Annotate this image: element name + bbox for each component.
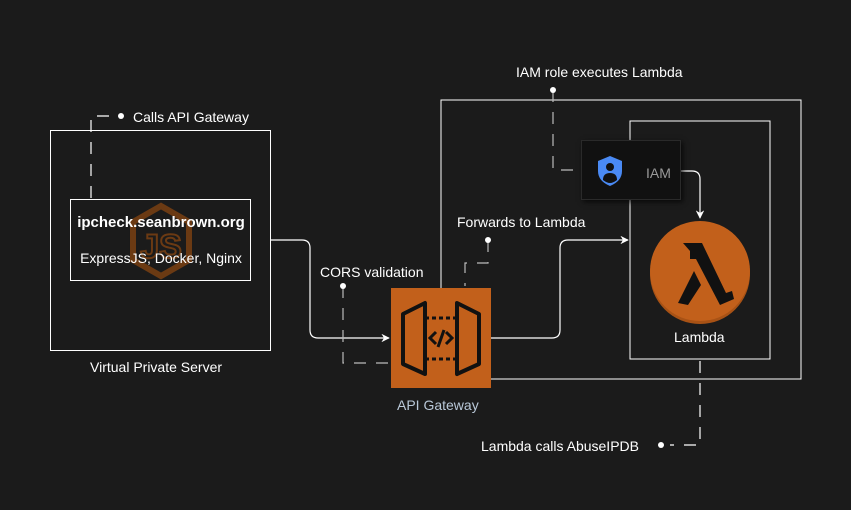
edge-vps-to-apigw [270,239,390,343]
vps-label: Virtual Private Server [90,359,223,375]
leader-iam-role [552,90,580,171]
ipcheck-title: ipcheck.seanbrown.org [77,214,245,231]
vps-container[interactable] [50,130,271,351]
ipcheck-node[interactable]: JS ipcheck.seanbrown.org ExpressJS, Dock… [70,199,251,281]
api-gateway-label: API Gateway [397,397,479,413]
leader-dot-forwards [485,237,491,243]
lambda-label: Lambda [674,329,725,345]
edge-iam-to-lambda [681,170,705,219]
api-gateway-node[interactable] [391,288,491,388]
nodejs-icon: JS [130,202,192,280]
leader-dot-iam-role [550,87,556,93]
svg-text:JS: JS [140,228,182,266]
annotation-cors: CORS validation [320,264,424,280]
ipcheck-subtitle: ExpressJS, Docker, Nginx [80,250,242,266]
lambda-icon [678,243,734,305]
lambda-node[interactable] [650,221,750,321]
api-gateway-icon [401,301,481,376]
leader-abuseipdb [670,361,701,446]
leader-calls-api [90,115,121,198]
aws-boundary [440,99,802,380]
iam-label: IAM [646,165,671,181]
leader-cors [342,286,390,364]
annotation-iam-role: IAM role executes Lambda [516,64,683,80]
leader-dot-cors [340,283,346,289]
iam-node[interactable]: IAM [581,140,681,200]
leader-dot-abuseipdb [658,442,664,448]
leader-dot-calls-api [118,113,124,119]
edge-apigw-to-lambda [491,235,629,339]
lambda-boundary [629,120,771,360]
annotation-forwards: Forwards to Lambda [457,214,586,230]
annotation-calls-api: Calls API Gateway [133,109,249,125]
annotation-abuseipdb: Lambda calls AbuseIPDB [481,438,639,454]
leader-forwards [464,240,489,286]
shield-user-icon [598,156,622,186]
